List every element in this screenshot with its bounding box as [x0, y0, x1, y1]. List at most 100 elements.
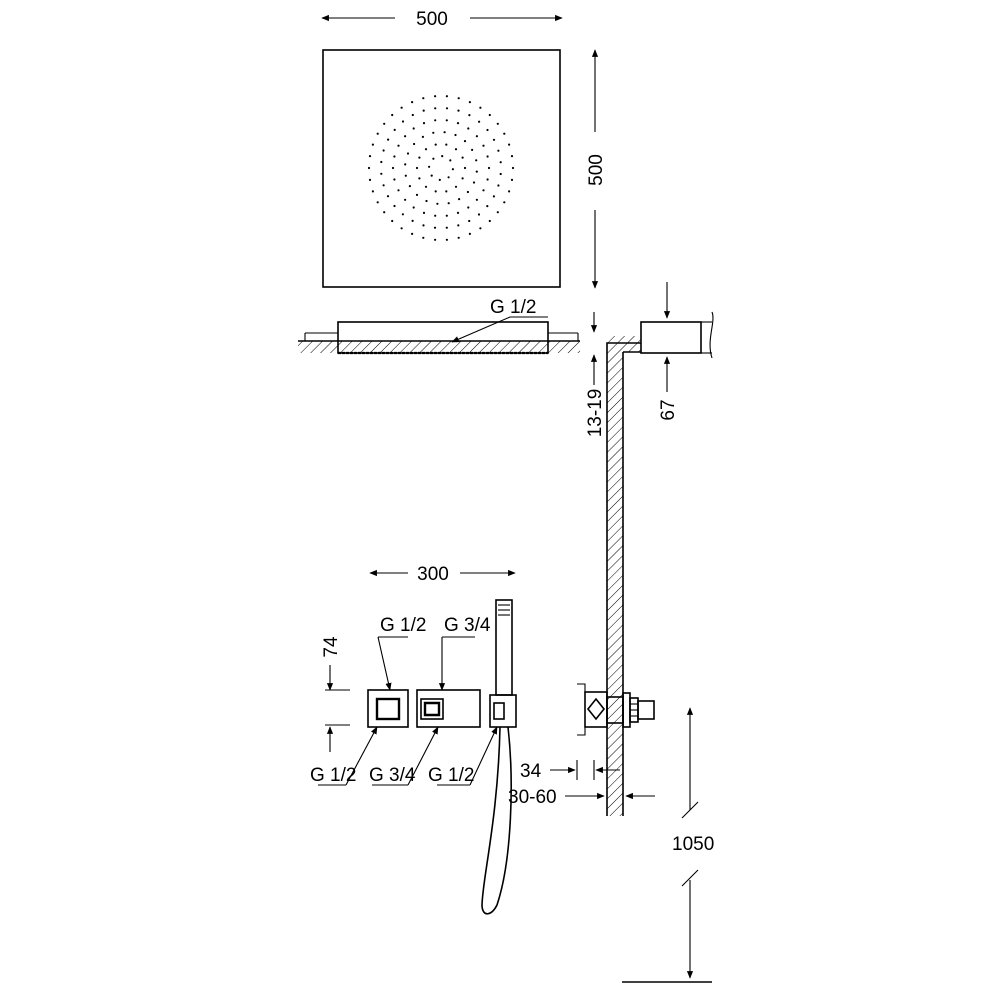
nozzle-dot [418, 177, 421, 180]
nozzle-dot [418, 156, 421, 159]
nozzle-dot [380, 160, 383, 164]
nozzle-dot [497, 149, 500, 152]
nozzle-dot [438, 178, 441, 181]
nozzle-dot [468, 219, 471, 223]
wall-section [606, 311, 714, 816]
nozzle-dot [411, 101, 414, 104]
shower-height-label: 500 [586, 154, 607, 186]
nozzle-dot [475, 170, 478, 173]
ceiling-shower-profile [640, 321, 702, 354]
nozzle-dot [456, 122, 460, 125]
nozzle-dot [499, 161, 502, 164]
nozzle-dot [454, 185, 458, 188]
valve-left-top-label: G 1/2 [380, 615, 426, 636]
nozzle-dot [510, 178, 514, 181]
nozzle-dot [422, 224, 425, 227]
diverter-valve-left [367, 689, 409, 728]
nozzle-dot [380, 172, 383, 175]
ceiling-recess-dimension: 13-19 [585, 312, 606, 437]
nozzle-dot [412, 206, 415, 209]
wall-depth-dimension: 30-60 [508, 787, 655, 808]
nozzle-dot [445, 107, 449, 110]
shower-depth-dimension: 67 [658, 282, 679, 421]
nozzle-dot [463, 166, 467, 170]
nozzle-dot [434, 143, 437, 146]
nozzle-dot [447, 176, 450, 179]
nozzle-dot [391, 166, 395, 170]
nozzle-dot [445, 214, 448, 217]
nozzle-dot [461, 177, 464, 180]
shower-height-dimension: 500 [586, 49, 607, 289]
mounting-height-dimension: 1050 [622, 707, 714, 983]
offset-dimension: 34 [520, 760, 620, 782]
nozzle-dot [475, 198, 478, 201]
nozzle-dot [482, 144, 485, 147]
nozzle-dot [496, 211, 499, 214]
nozzle-dot [445, 190, 448, 193]
nozzle-dot [404, 135, 407, 138]
nozzle-dot [471, 148, 474, 151]
offset-label: 34 [520, 761, 542, 782]
nozzle-dot [454, 148, 458, 151]
nozzle-dot [457, 236, 460, 239]
shower-depth-label: 67 [658, 399, 679, 420]
nozzle-dot [428, 165, 431, 168]
nozzle-dot [382, 149, 385, 152]
nozzle-dot [404, 174, 407, 177]
nozzle-dot [386, 195, 390, 198]
nozzle-dot [422, 211, 426, 214]
concealed-valve-body [577, 683, 655, 736]
nozzle-dot [472, 181, 476, 184]
nozzle-dot [412, 127, 415, 130]
control-panel-height-dimension: 74 [321, 636, 350, 752]
nozzle-dot [456, 211, 460, 214]
nozzle-dot [486, 128, 489, 132]
wall-depth-label: 30-60 [508, 787, 557, 808]
nozzle-dot [422, 97, 425, 100]
nozzle-pattern [367, 95, 515, 241]
nozzle-dot [383, 211, 386, 214]
nozzle-dot [511, 166, 515, 170]
nozzle-dot [482, 189, 485, 192]
shower-head-outline [322, 49, 561, 288]
nozzle-dot [434, 107, 437, 110]
outlet-middle-label: G 3/4 [369, 765, 416, 786]
nozzle-dot [368, 155, 372, 158]
nozzle-dot [510, 155, 514, 158]
nozzle-dot [478, 120, 481, 123]
nozzle-dot [445, 95, 448, 98]
nozzle-dot [434, 190, 437, 193]
nozzle-dot [468, 101, 471, 104]
nozzle-dot [421, 135, 424, 138]
nozzle-dot [393, 178, 396, 181]
nozzle-dot [457, 224, 460, 227]
nozzle-dot [400, 227, 403, 230]
nozzle-dot [486, 205, 489, 208]
nozzle-dot [424, 185, 428, 188]
hand-shower [481, 599, 517, 915]
nozzle-dot [486, 178, 489, 181]
nozzle-dot [415, 193, 419, 196]
nozzle-dot [467, 206, 470, 209]
nozzle-dot [376, 201, 379, 204]
nozzle-dot [393, 204, 396, 208]
nozzle-dot [445, 226, 448, 229]
nozzle-dot [508, 190, 511, 193]
nozzle-dot [479, 106, 482, 109]
nozzle-dot [463, 140, 467, 143]
nozzle-dot [449, 159, 452, 162]
nozzle-dot [382, 184, 385, 187]
nozzle-dot [468, 232, 471, 235]
mounting-height-label: 1050 [672, 834, 714, 855]
nozzle-dot [451, 168, 454, 171]
nozzle-dot [406, 152, 410, 155]
shower-connection-label: G 1/2 [490, 297, 536, 318]
control-panel-width-dimension: 300 [369, 564, 516, 585]
nozzle-dot [383, 122, 386, 125]
nozzle-dot [371, 143, 374, 146]
shower-head-side-view: G 1/2 [298, 297, 580, 355]
nozzle-dot [422, 236, 425, 239]
control-panel-height-label: 74 [321, 636, 342, 658]
nozzle-dot [433, 226, 437, 229]
